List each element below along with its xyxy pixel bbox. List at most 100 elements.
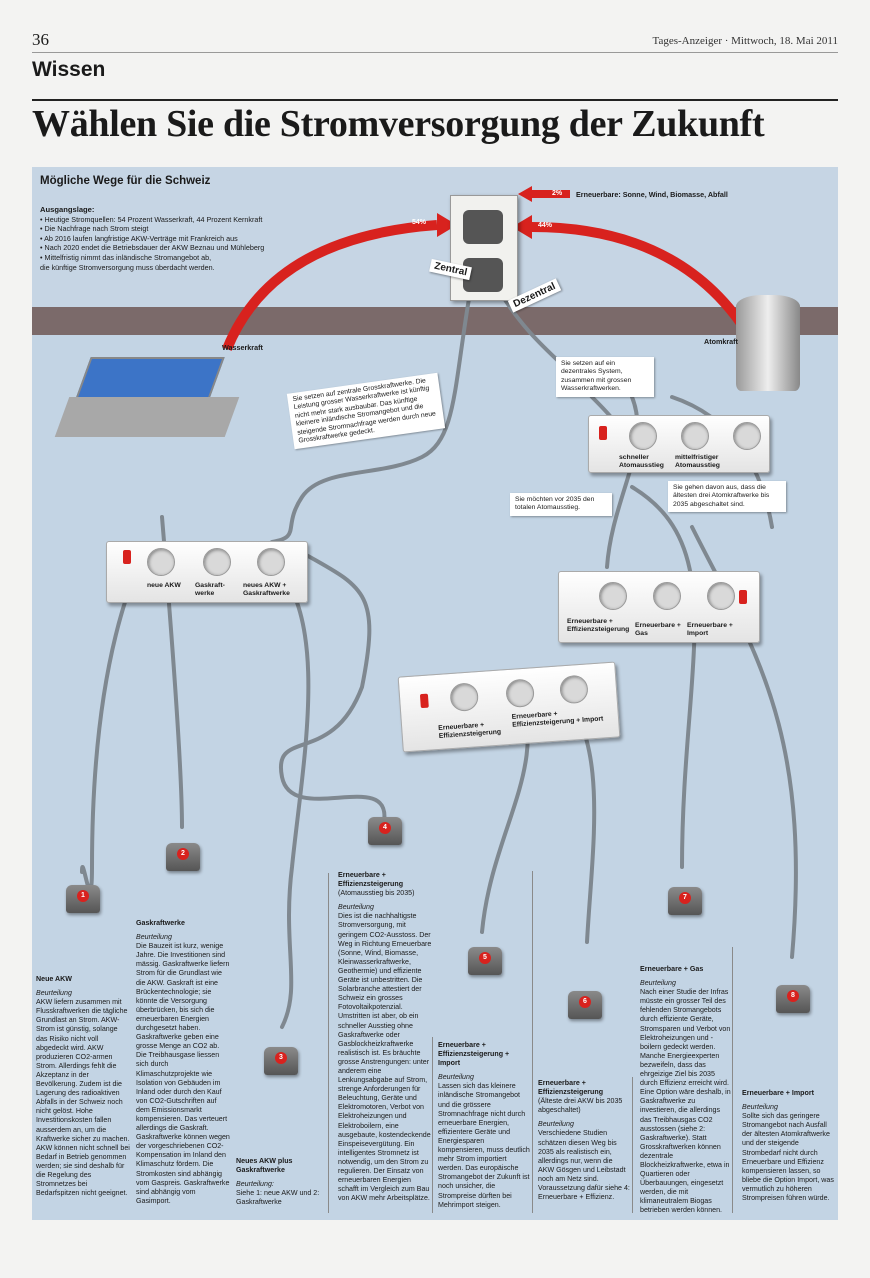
column-beurteilung: Beurteilung bbox=[438, 1073, 474, 1082]
column-divider bbox=[432, 1037, 433, 1213]
ausgangslage-item: • Ab 2016 laufen langfristige AKW-Verträ… bbox=[40, 233, 238, 243]
column-beurteilung: Beurteilung: bbox=[236, 1180, 274, 1189]
strip-label: Erneuerbare + Effizienzsteigerung bbox=[567, 618, 630, 633]
newspaper-dateline: Tages-Anzeiger · Mittwoch, 18. Mai 2011 bbox=[652, 35, 838, 47]
column-divider bbox=[732, 947, 733, 1213]
column-divider bbox=[532, 871, 533, 1213]
column-text: Sollte sich das geringere Stromangebot n… bbox=[742, 1112, 834, 1203]
column-title: Gaskraftwerke bbox=[136, 919, 185, 927]
strip-label: Gaskraft-werke bbox=[195, 582, 225, 597]
erneuerbare-arrowhead bbox=[518, 186, 532, 202]
baseboard bbox=[32, 307, 838, 335]
section-rule bbox=[32, 99, 838, 101]
column-neue-akw: Neue AKW Beurteilung AKW liefern zusamme… bbox=[36, 975, 130, 1198]
column-text: Siehe 1: neue AKW und 2: Gaskraftwerke bbox=[236, 1189, 320, 1207]
atomkraft-illustration bbox=[732, 295, 804, 391]
ausgangslage-title: Ausgangslage: bbox=[40, 205, 95, 214]
graphic-title: Mögliche Wege für die Schweiz bbox=[40, 175, 211, 187]
cables-and-arrows bbox=[80, 186, 798, 1029]
column-neues-akw-gas: Neues AKW plus Gaskraftwerke Beurteilung… bbox=[236, 1157, 326, 1207]
column-text: Die Bauzeit ist kurz, wenige Jahre. Die … bbox=[136, 942, 230, 1205]
wasserkraft-arrow bbox=[222, 220, 438, 351]
wall-socket bbox=[450, 195, 518, 301]
plug-7: 7 bbox=[668, 887, 702, 915]
note-totalausstieg: Sie möchten vor 2035 den totalen Atomaus… bbox=[510, 493, 612, 516]
wasserkraft-arrowhead bbox=[437, 213, 457, 237]
plug-number: 2 bbox=[177, 848, 189, 860]
column-title: Neue AKW bbox=[36, 975, 72, 983]
ausgangslage-item: die künftige Stromversorgung muss überda… bbox=[40, 262, 215, 272]
column-beurteilung: Beurteilung bbox=[640, 979, 676, 988]
column-title: Neues AKW plus Gaskraftwerke bbox=[236, 1157, 293, 1175]
strip-label: neue AKW bbox=[147, 582, 181, 589]
atomkraft-label: Atomkraft bbox=[704, 337, 738, 346]
column-title: Erneuerbare + Effizienzsteigerung + Impo… bbox=[438, 1041, 510, 1068]
column-erneuerbare-effizienz: Erneuerbare + Effizienzsteigerung (Atoma… bbox=[338, 871, 432, 1203]
column-beurteilung: Beurteilung bbox=[742, 1103, 778, 1112]
column-beurteilung: Beurteilung bbox=[338, 903, 374, 912]
column-erneuerbare-gas: Erneuerbare + Gas Beurteilung Nach einer… bbox=[640, 965, 732, 1216]
strip-label: Erneuerbare + Gas bbox=[635, 622, 681, 637]
plug-1: 1 bbox=[66, 885, 100, 913]
strip-label: Erneuerbare + Effizienzsteigerung bbox=[438, 721, 502, 740]
wasserkraft-label: Wasserkraft bbox=[222, 343, 263, 352]
strip-label: schneller Atomausstieg bbox=[619, 454, 664, 469]
strip-label: Erneuerbare + Import bbox=[687, 622, 733, 637]
column-subtitle: (Atomausstieg bis 2035) bbox=[338, 889, 415, 898]
column-text: Nach einer Studie der Infras müsste ein … bbox=[640, 988, 731, 1215]
strip-label: Erneuerbare + Effizienzsteigerung + Impo… bbox=[511, 710, 604, 729]
column-title: Erneuerbare + Import bbox=[742, 1089, 814, 1097]
column-beurteilung: Beurteilung bbox=[36, 989, 72, 998]
plug-number: 8 bbox=[787, 990, 799, 1002]
wasserkraft-illustration bbox=[54, 337, 252, 447]
column-beurteilung: Beurteilung bbox=[136, 933, 172, 942]
note-dezentral: Sie setzen auf ein dezentrales System, z… bbox=[556, 357, 654, 397]
strip-label: mittelfristiger Atomausstieg bbox=[675, 454, 720, 469]
plug-number: 1 bbox=[77, 890, 89, 902]
plug-3: 3 bbox=[264, 1047, 298, 1075]
headline: Wählen Sie die Stromversorgung der Zukun… bbox=[32, 103, 765, 145]
arrow-2-label: 2% bbox=[552, 190, 563, 197]
ausgangslage-item: • Mittelfristig nimmt das inländische St… bbox=[40, 252, 212, 262]
column-text: AKW liefern zusammen mit Flusskraftwerke… bbox=[36, 998, 130, 1198]
plug-number: 7 bbox=[679, 892, 691, 904]
plug-number: 4 bbox=[379, 822, 391, 834]
note-aelteste: Sie gehen davon aus, dass die ältesten d… bbox=[668, 481, 786, 513]
arrow-44-label: 44% bbox=[538, 222, 553, 229]
erneuerbare-label: Erneuerbare: Sonne, Wind, Biomasse, Abfa… bbox=[576, 190, 728, 199]
column-divider bbox=[328, 873, 329, 1213]
column-beurteilung: Beurteilung bbox=[538, 1120, 574, 1129]
power-strip-atomausstieg: schneller Atomausstieg mittelfristiger A… bbox=[588, 415, 770, 473]
ausgangslage-item: • Die Nachfrage nach Strom steigt bbox=[40, 224, 149, 234]
column-erneuerbare-effizienz-aelteste: Erneuerbare + Effizienzsteigerung (Ältes… bbox=[538, 1079, 630, 1202]
power-strip-zentral: neue AKW Gaskraft-werke neues AKW + Gask… bbox=[106, 541, 308, 603]
power-strip-schnell: Erneuerbare + Effizienzsteigerung Erneue… bbox=[397, 661, 621, 753]
plug-number: 3 bbox=[275, 1052, 287, 1064]
arrow-54-label: 54% bbox=[412, 219, 427, 226]
plug-4: 4 bbox=[368, 817, 402, 845]
plug-8: 8 bbox=[776, 985, 810, 1013]
column-erneuerbare-effizienz-import: Erneuerbare + Effizienzsteigerung + Impo… bbox=[438, 1041, 530, 1210]
atomkraft-arrowhead bbox=[512, 215, 532, 239]
column-text: Lassen sich das kleinere inländische Str… bbox=[438, 1082, 530, 1209]
ausgangslage-item: • Heutige Stromquellen: 54 Prozent Wasse… bbox=[40, 214, 263, 224]
top-rule bbox=[32, 52, 838, 53]
column-erneuerbare-import: Erneuerbare + Import Beurteilung Sollte … bbox=[742, 1089, 834, 1203]
column-text: Verschiedene Studien schätzen diesen Weg… bbox=[538, 1129, 630, 1202]
column-subtitle: (Älteste drei AKW bis 2035 abgeschaltet) bbox=[538, 1097, 623, 1115]
column-title: Erneuerbare + Effizienzsteigerung bbox=[538, 1079, 604, 1097]
section-title: Wissen bbox=[32, 58, 106, 81]
column-title: Erneuerbare + Effizienzsteigerung bbox=[338, 871, 404, 889]
plug-number: 6 bbox=[579, 996, 591, 1008]
column-text: Dies ist die nachhaltigste Stromversorgu… bbox=[338, 912, 432, 1203]
plug-5: 5 bbox=[468, 947, 502, 975]
strip-label: neues AKW + Gaskraftwerke bbox=[243, 582, 290, 597]
plug-2: 2 bbox=[166, 843, 200, 871]
column-gaskraftwerke: Gaskraftwerke Beurteilung Die Bauzeit is… bbox=[136, 919, 230, 1206]
atomkraft-arrow bbox=[531, 222, 755, 340]
ausgangslage-item: • Nach 2020 endet die Betriebsdauer der … bbox=[40, 243, 265, 253]
power-strip-mittelfristig: Erneuerbare + Effizienzsteigerung Erneue… bbox=[558, 571, 760, 643]
plug-number: 5 bbox=[479, 952, 491, 964]
plug-6: 6 bbox=[568, 991, 602, 1019]
column-divider bbox=[632, 1077, 633, 1213]
